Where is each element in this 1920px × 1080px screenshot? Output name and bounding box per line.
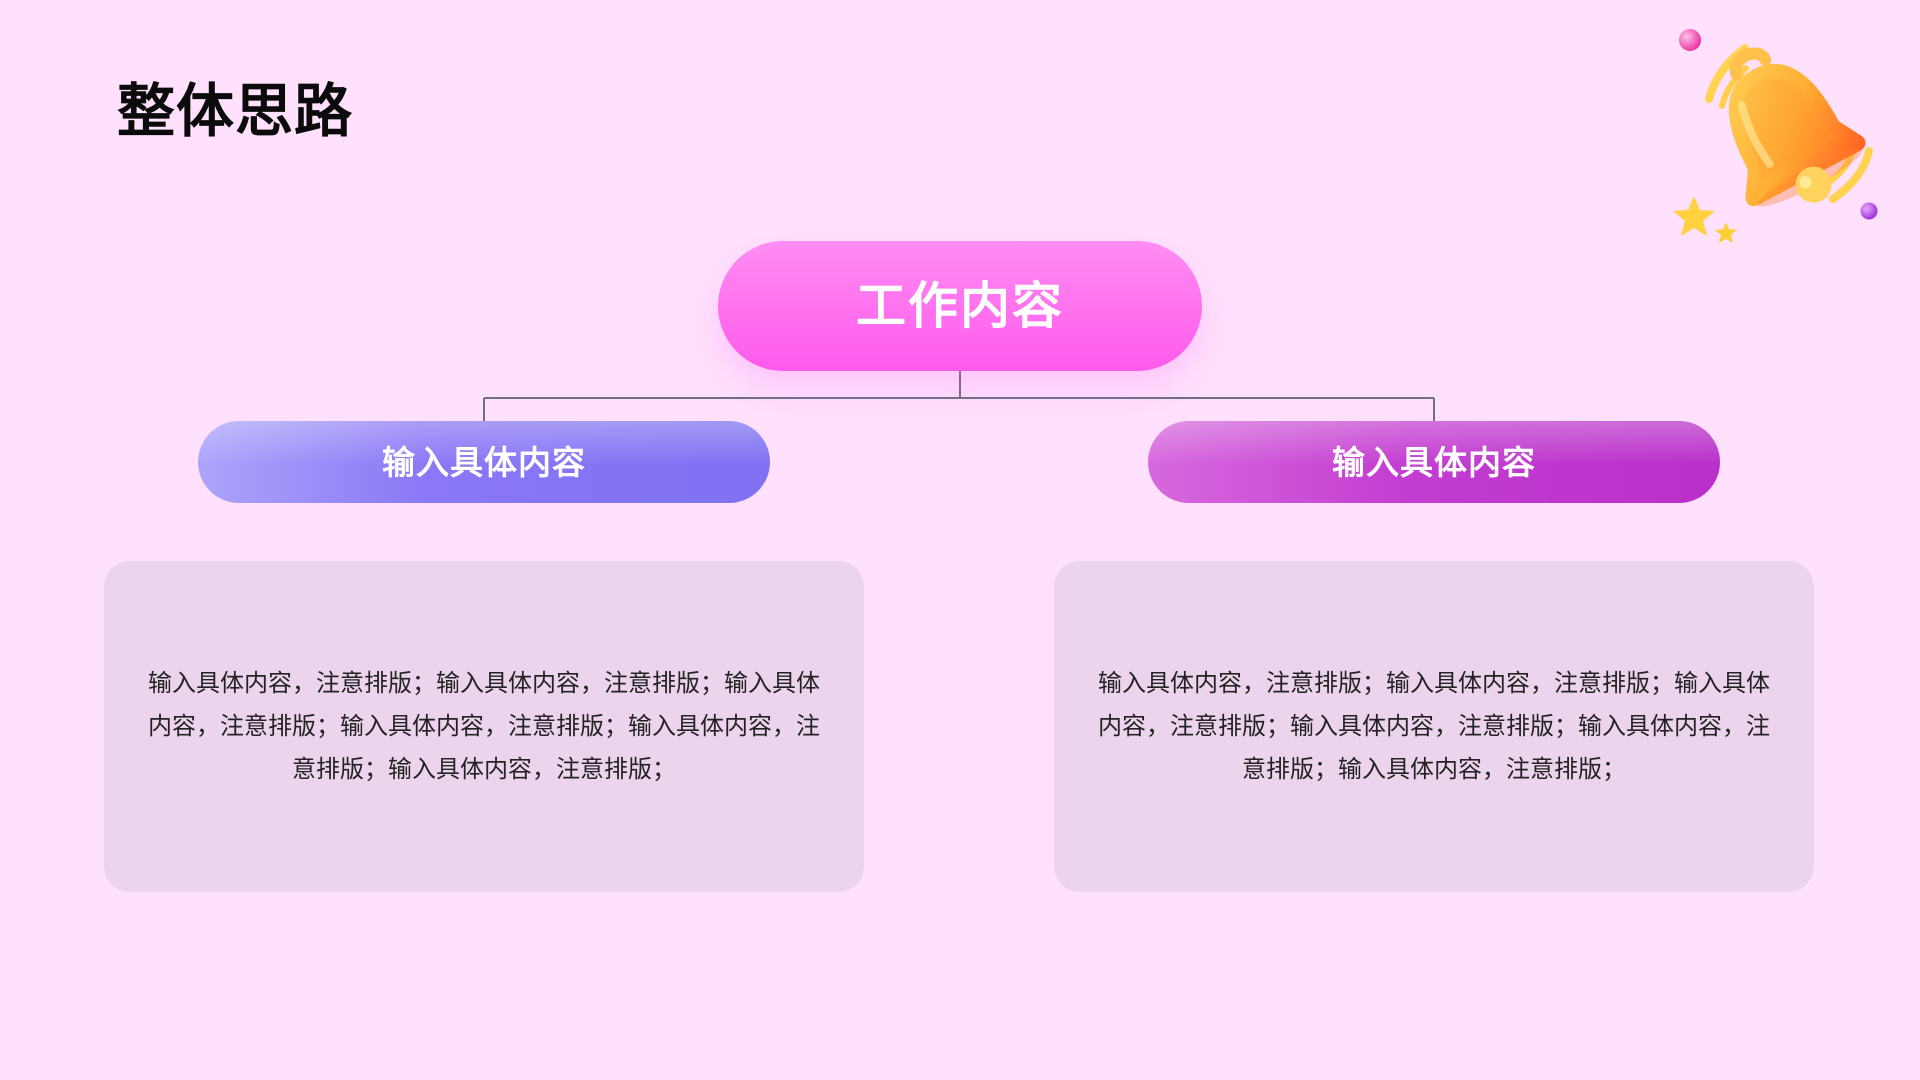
content-text-right: 输入具体内容，注意排版；输入具体内容，注意排版；输入具体内容，注意排版；输入具体… <box>1098 669 1770 783</box>
branch-pill-left: 输入具体内容 <box>198 421 770 503</box>
content-card-right: 输入具体内容，注意排版；输入具体内容，注意排版；输入具体内容，注意排版；输入具体… <box>1054 561 1814 892</box>
branch-label-right: 输入具体内容 <box>1332 442 1536 482</box>
content-text-left: 输入具体内容，注意排版；输入具体内容，注意排版；输入具体内容，注意排版；输入具体… <box>148 669 820 783</box>
root-label: 工作内容 <box>856 277 1064 335</box>
pink-dot <box>1679 29 1701 51</box>
bell-icon <box>1673 29 1878 243</box>
content-card-left: 输入具体内容，注意排版；输入具体内容，注意排版；输入具体内容，注意排版；输入具体… <box>104 561 864 892</box>
purple-dot <box>1860 202 1878 220</box>
branch-pill-right: 输入具体内容 <box>1148 421 1720 503</box>
page-title: 整体思路 <box>117 77 354 145</box>
star-icon <box>1673 196 1737 243</box>
branch-label-left: 输入具体内容 <box>382 442 586 482</box>
root-node: 工作内容 <box>718 241 1202 371</box>
